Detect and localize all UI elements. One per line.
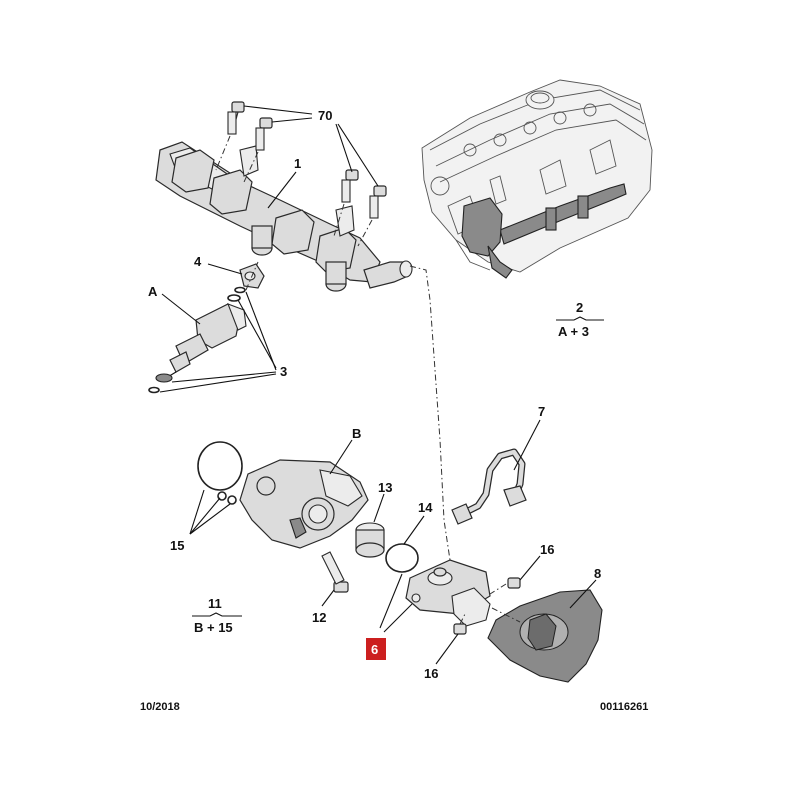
label-12: 12 — [312, 610, 326, 625]
label-6-badge — [366, 638, 386, 660]
reference-11-number: 11 — [208, 596, 222, 611]
callout-labels: 70 1 4 A 3 B 13 14 15 12 7 16 8 16 6 — [148, 108, 601, 681]
label-14: 14 — [418, 500, 433, 515]
high-pressure-pump-part-6 — [405, 559, 491, 627]
tappet-part-13 — [355, 522, 385, 558]
footer-date: 10/2018 — [140, 701, 180, 713]
label-A: A — [148, 284, 158, 299]
bolt-70a — [227, 101, 245, 135]
pipe-connection-dashline — [409, 265, 451, 561]
footer-diagram-code: 00116261 — [600, 701, 648, 713]
leader-lines — [159, 105, 597, 665]
label-1: 1 — [294, 156, 301, 171]
bolt-70d — [369, 185, 387, 219]
label-16-upper: 16 — [540, 542, 554, 557]
label-70: 70 — [318, 108, 332, 123]
pump-part-B — [197, 441, 369, 593]
reference-2: 2 A + 3 — [556, 300, 604, 339]
reference-2-number: 2 — [576, 300, 583, 315]
reference-11: 11 B + 15 — [192, 596, 242, 635]
label-3: 3 — [280, 364, 287, 379]
label-4: 4 — [194, 254, 202, 269]
reference-2-formula: A + 3 — [558, 324, 589, 339]
injector-part-A — [148, 261, 259, 394]
reference-11-formula: B + 15 — [194, 620, 233, 635]
label-B: B — [352, 426, 361, 441]
bolt-part-16a — [489, 577, 521, 595]
label-15: 15 — [170, 538, 184, 553]
fuel-rail-part-1 — [155, 141, 413, 292]
o-ring-part-14 — [385, 543, 419, 573]
label-8: 8 — [594, 566, 601, 581]
label-7: 7 — [538, 404, 545, 419]
hp-pipe-part-7 — [451, 448, 527, 525]
bolts-part-70 — [215, 101, 387, 247]
bolt-70b — [255, 117, 273, 151]
engine-block-illustration — [421, 79, 653, 279]
bolt-part-16b — [453, 611, 467, 635]
label-6: 6 — [371, 642, 378, 657]
label-13: 13 — [378, 480, 392, 495]
label-16-lower: 16 — [424, 666, 438, 681]
label-6-highlighted: 6 — [366, 638, 386, 660]
bolt-70c — [341, 169, 359, 203]
pump-housing-part-8 — [487, 589, 603, 683]
